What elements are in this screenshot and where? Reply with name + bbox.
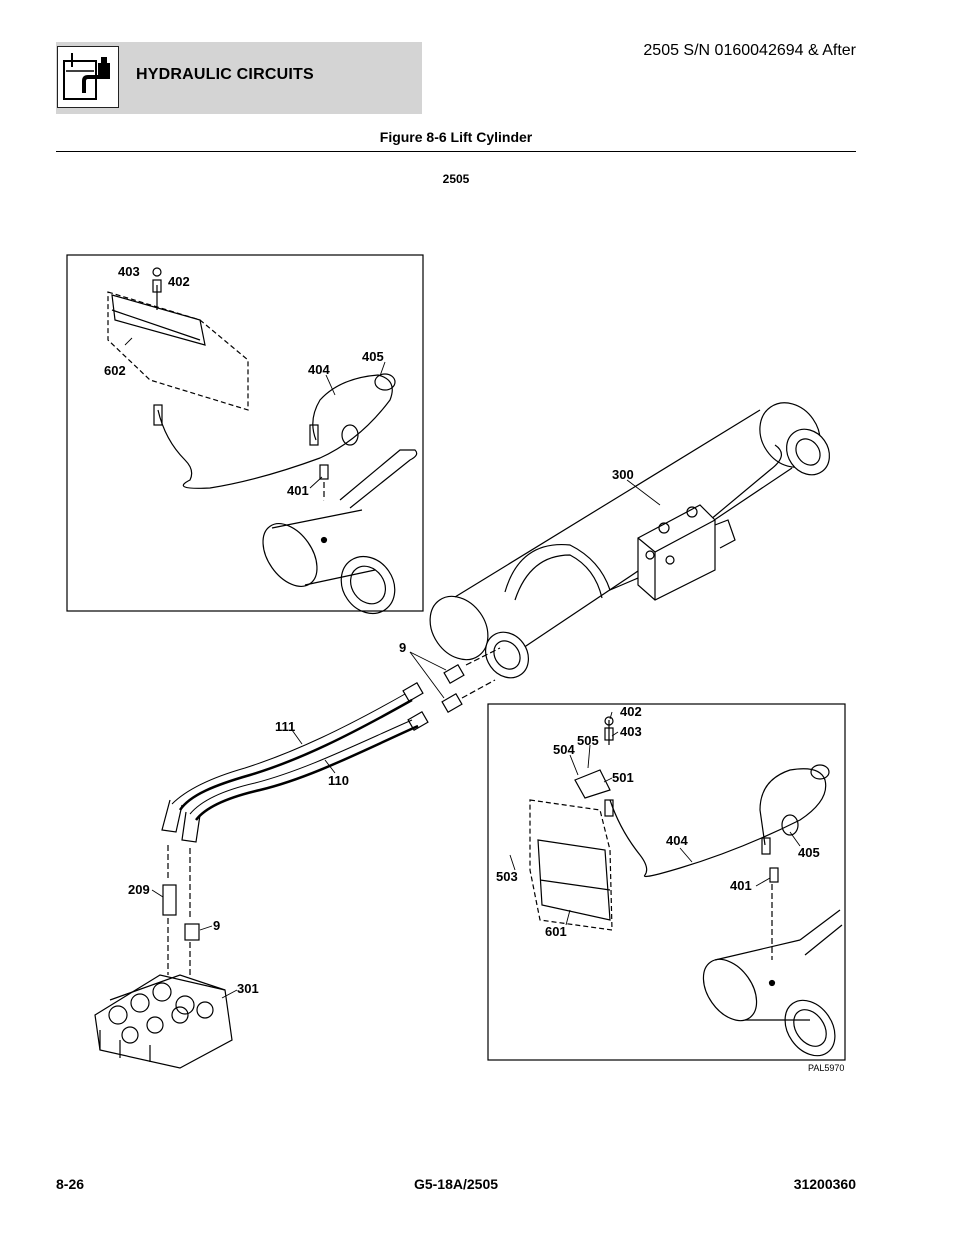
header-divider [56, 151, 856, 152]
figure-model: 2505 [442, 172, 470, 186]
footer-model: G5-18A/2505 [413, 1176, 499, 1192]
callout-404-lower: 404 [666, 833, 688, 848]
section-title: HYDRAULIC CIRCUITS [136, 66, 314, 83]
page-number: 8-26 [56, 1176, 85, 1192]
callout-9-upper: 9 [399, 640, 406, 655]
callout-402-upper: 402 [168, 274, 190, 289]
lift-cylinder [429, 402, 830, 679]
callout-601: 601 [545, 924, 567, 939]
control-valve [94, 974, 233, 1069]
callout-300: 300 [612, 467, 634, 482]
callout-403-lower: 403 [620, 724, 642, 739]
callout-401-upper: 401 [287, 483, 309, 498]
callout-404-upper: 404 [308, 362, 330, 377]
callout-405-upper: 405 [362, 349, 384, 364]
callout-501: 501 [612, 770, 634, 785]
hydraulic-reservoir-icon [57, 46, 119, 108]
callout-602: 602 [104, 363, 126, 378]
drawing-id: PAL5970 [808, 1063, 844, 1073]
callout-401-lower: 401 [730, 878, 752, 893]
callout-111: 111 [275, 719, 295, 734]
callout-402-lower: 402 [620, 704, 642, 719]
callout-405-lower: 405 [798, 845, 820, 860]
callout-301: 301 [237, 981, 259, 996]
inset-upper-left [66, 254, 424, 612]
callout-110: 110 [328, 773, 349, 788]
callout-9-lower: 9 [213, 918, 220, 933]
callout-403-upper: 403 [118, 264, 140, 279]
callout-504: 504 [553, 742, 575, 757]
fittings-9 [184, 647, 501, 941]
inset-upper-left-parts [107, 267, 420, 615]
document-number: 31200360 [793, 1176, 856, 1192]
callout-503: 503 [496, 869, 518, 884]
callout-505: 505 [577, 733, 599, 748]
serial-range: 2505 S/N 0160042694 & After [643, 42, 856, 59]
inset-lower-right-parts [529, 716, 843, 1057]
hoses-110-111 [161, 681, 429, 920]
figure-title: Figure 8-6 Lift Cylinder [379, 129, 533, 145]
inset-lower-right [487, 703, 846, 1061]
callout-209: 209 [128, 882, 150, 897]
adapter-209 [162, 884, 191, 975]
